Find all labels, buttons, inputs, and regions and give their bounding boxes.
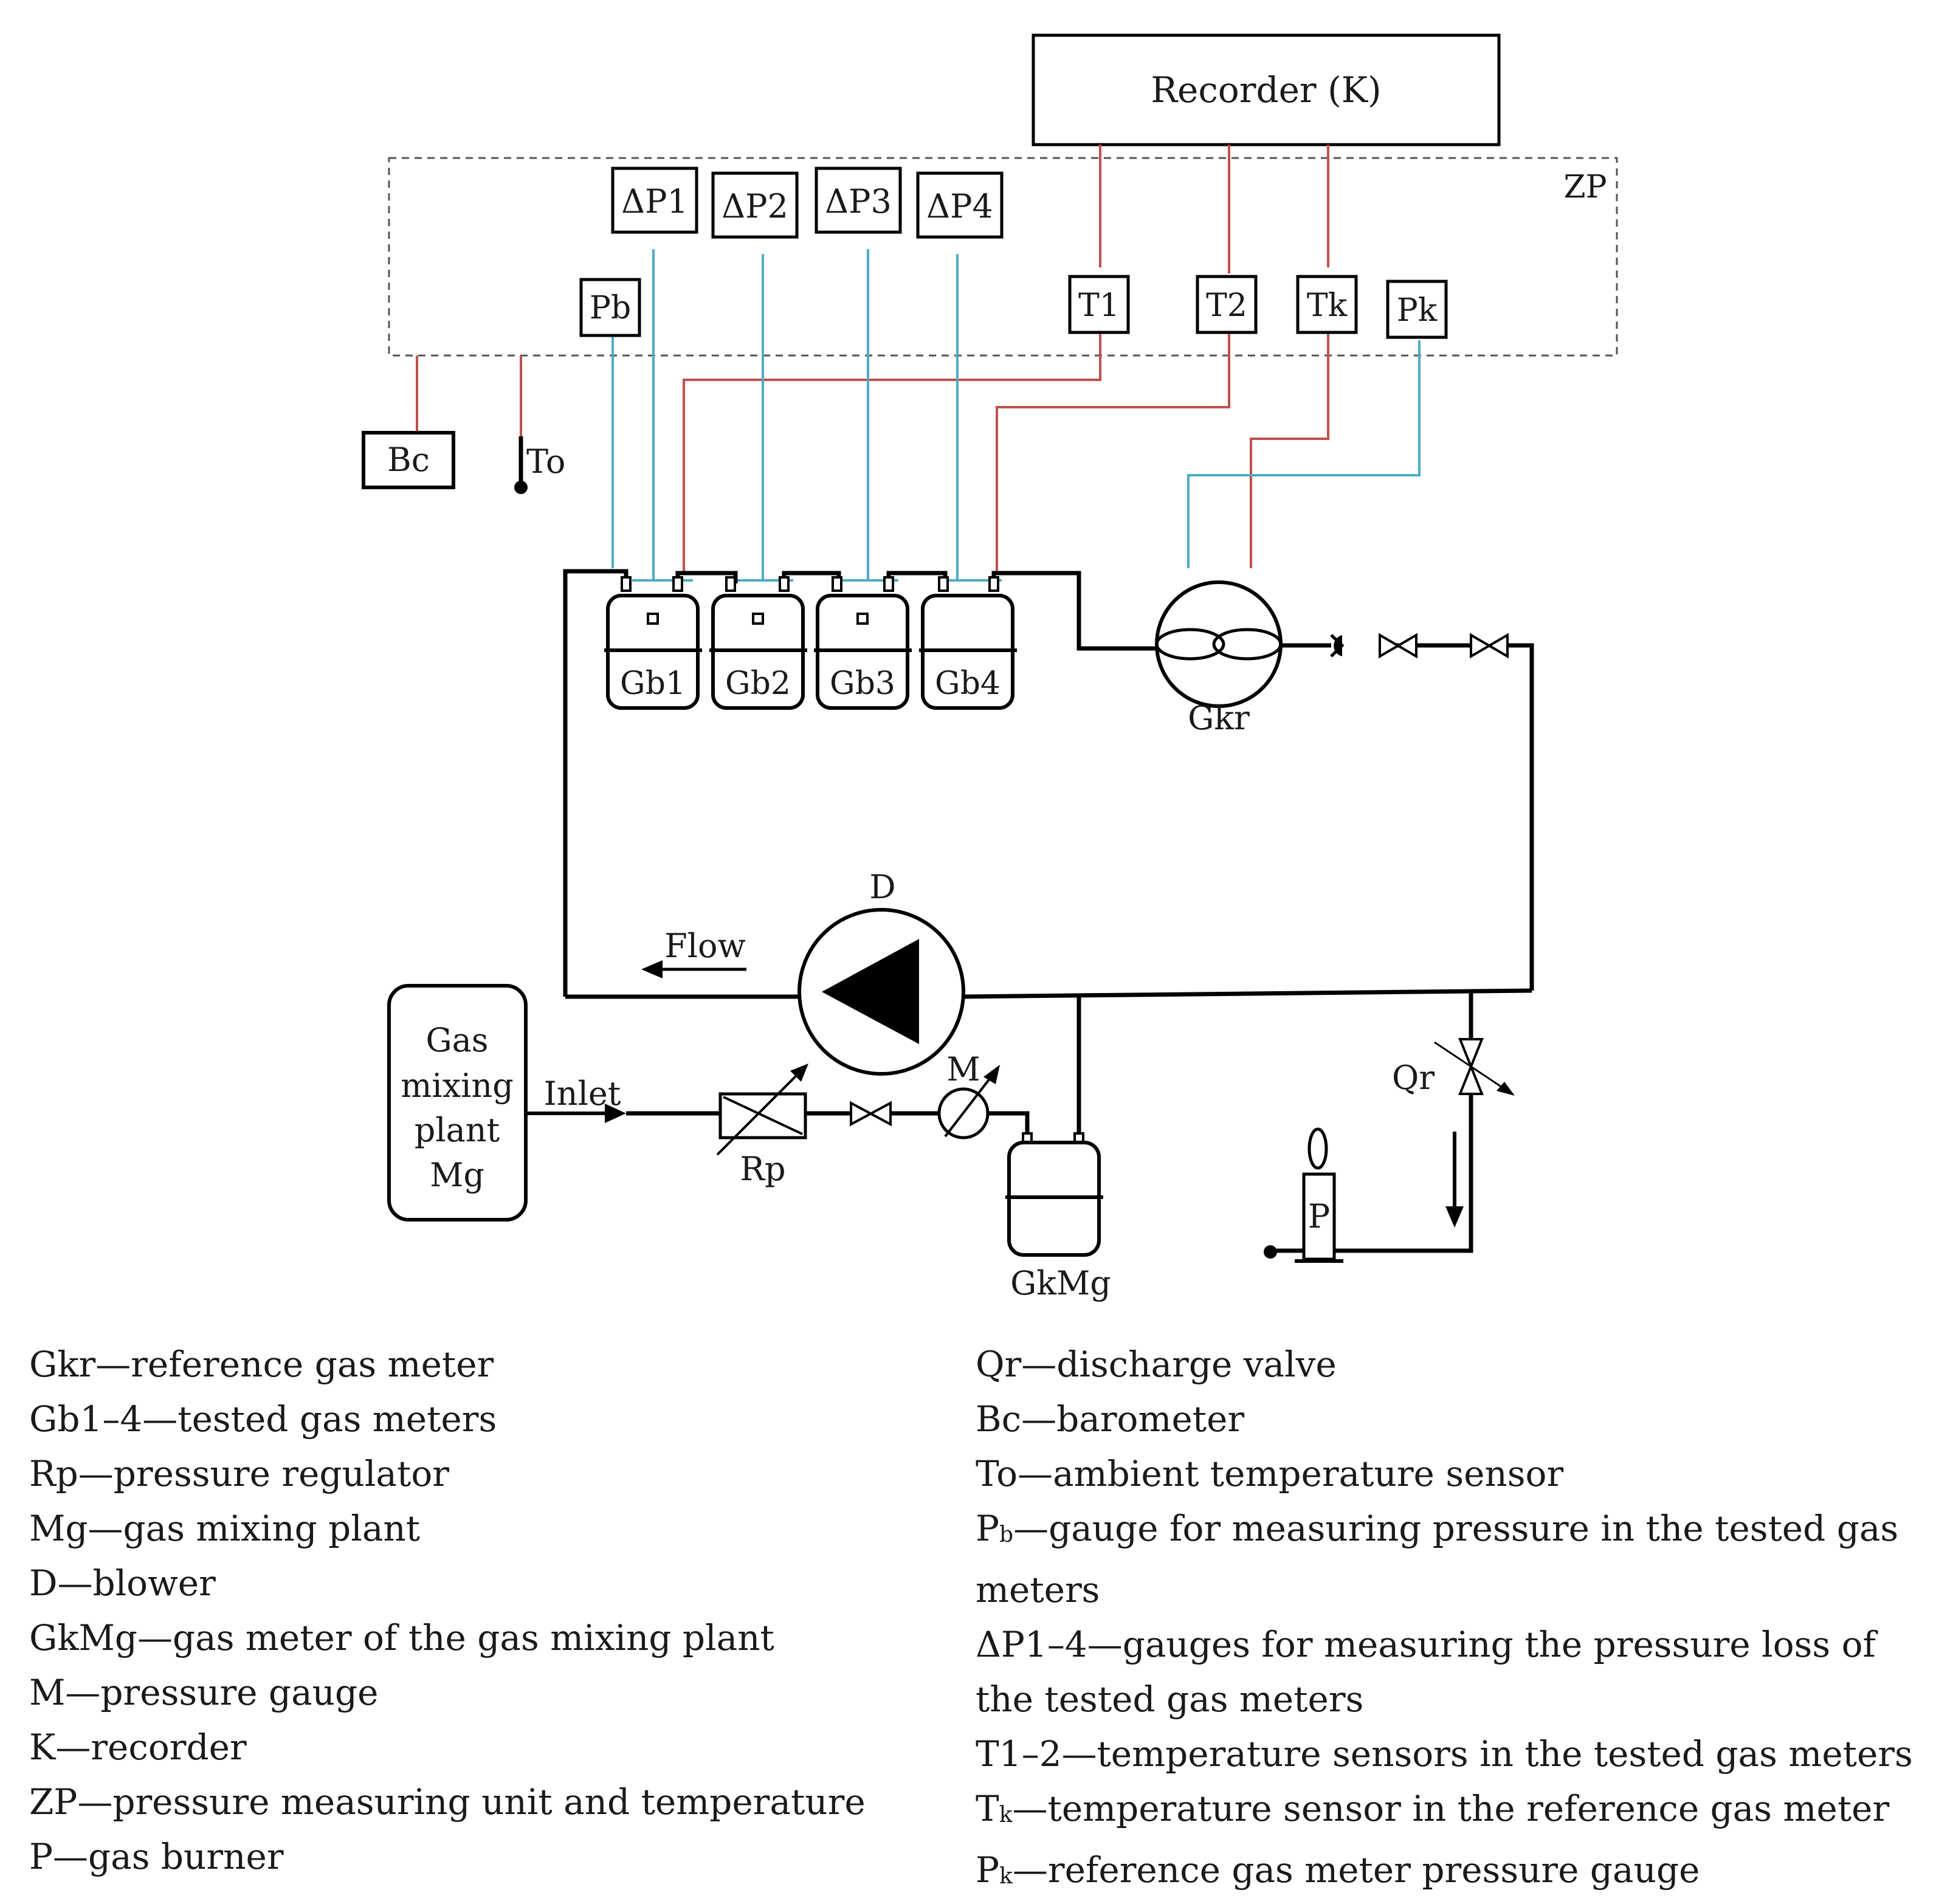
to-label: To bbox=[526, 442, 565, 481]
qr-label: Qr bbox=[1392, 1059, 1435, 1097]
d-label: D bbox=[869, 868, 895, 906]
inlet-arrow: Inlet bbox=[526, 1074, 626, 1123]
sensor-boxes: Pb T1 T2 Tk Pk bbox=[579, 275, 1448, 339]
legend-item-m: M—pressure gauge bbox=[29, 1672, 379, 1713]
discharge-valve-qr: Qr bbox=[1392, 1038, 1515, 1228]
shutoff-valves-top bbox=[1379, 633, 1509, 659]
legend-item-dp: ΔP1–4—gauges for measuring the pressure … bbox=[976, 1624, 1876, 1720]
legend-item-pb: Pb—gauge for measuring pressure in the t… bbox=[976, 1508, 1899, 1610]
legend-item-zp: ZP—pressure measuring unit and temperatu… bbox=[29, 1781, 866, 1823]
pk-box bbox=[1386, 280, 1448, 339]
legend-item-to: To—ambient temperature sensor bbox=[976, 1453, 1564, 1494]
gas-meter-gkmg: GkMg bbox=[1005, 1132, 1111, 1302]
gb1-label: Gb1 bbox=[620, 665, 686, 702]
legend-item-d: D—blower bbox=[29, 1562, 216, 1604]
t1-label: T1 bbox=[1078, 287, 1120, 324]
p-label: P bbox=[1308, 1197, 1330, 1236]
legend-item-gkr: Gkr—reference gas meter bbox=[29, 1344, 494, 1385]
dp3-box bbox=[815, 167, 902, 234]
dp3-label: ΔP3 bbox=[825, 182, 892, 221]
blower-d: D bbox=[797, 868, 965, 1076]
flow-arrow: Flow bbox=[641, 927, 746, 978]
t1-box bbox=[1068, 275, 1130, 334]
gas-meter-gb1: Gb1 bbox=[604, 576, 702, 710]
legend-item-qr: Qr—discharge valve bbox=[976, 1344, 1337, 1385]
mg-line2: mixing bbox=[401, 1067, 514, 1105]
zp-label: ZP bbox=[1563, 169, 1607, 205]
recorder: Recorder (K) bbox=[1032, 33, 1501, 146]
flow-label: Flow bbox=[664, 927, 745, 965]
gkr-label: Gkr bbox=[1188, 699, 1250, 737]
rp-label: Rp bbox=[740, 1150, 785, 1188]
m-label: M bbox=[946, 1050, 980, 1088]
legend-item-gkmg: GkMg—gas meter of the gas mixing plant bbox=[29, 1617, 774, 1658]
legend-item-tk: Tk—temperature sensor in the reference g… bbox=[976, 1788, 1890, 1829]
gb2-label: Gb2 bbox=[725, 665, 791, 702]
legend-item-gb: Gb1–4—tested gas meters bbox=[29, 1398, 497, 1440]
pk-label: Pk bbox=[1397, 292, 1438, 329]
gas-meter-gb2: Gb2 bbox=[709, 576, 807, 710]
dp-gauges: ΔP1 ΔP2 ΔP3 ΔP4 bbox=[611, 167, 1004, 239]
gas-meter-gb3: Gb3 bbox=[814, 576, 912, 710]
dp1-label: ΔP1 bbox=[621, 182, 688, 221]
measurement-setup-diagram: Recorder (K) ZP Δ bbox=[362, 33, 1618, 1302]
dp2-box bbox=[711, 171, 799, 239]
zp-unit: ZP bbox=[388, 157, 1618, 357]
gkmg-label: GkMg bbox=[1010, 1264, 1111, 1302]
legend-item-t12: T1–2—temperature sensors in the tested g… bbox=[976, 1733, 1913, 1775]
legend-item-pk: Pk—reference gas meter pressure gauge bbox=[976, 1849, 1700, 1891]
pb-box bbox=[579, 278, 641, 337]
tk-box bbox=[1296, 275, 1358, 334]
t2-label: T2 bbox=[1206, 287, 1247, 324]
bc-label: Bc bbox=[387, 441, 430, 479]
pressure-gauge-m: M bbox=[937, 1050, 1000, 1139]
dp1-box bbox=[611, 167, 698, 234]
tested-gas-meters: Gb1 Gb2 Gb3 Gb4 bbox=[604, 576, 1017, 710]
reference-gas-meter-gkr: Gkr bbox=[1155, 580, 1345, 737]
dp2-label: ΔP2 bbox=[722, 187, 788, 225]
gas-meter-gb4: Gb4 bbox=[919, 576, 1017, 710]
t2-box bbox=[1196, 275, 1258, 334]
legend-item-rp: Rp—pressure regulator bbox=[29, 1453, 449, 1494]
legend-item-mg: Mg—gas mixing plant bbox=[29, 1508, 421, 1549]
mg-line1: Gas bbox=[425, 1021, 488, 1059]
legend-item-bc: Bc—barometer bbox=[976, 1398, 1245, 1440]
legend-item-p: P—gas burner bbox=[29, 1836, 284, 1877]
pb-label: Pb bbox=[590, 290, 631, 326]
gas-burner-p: P bbox=[1264, 1127, 1343, 1263]
barometer: Bc bbox=[362, 431, 455, 489]
ambient-temp-sensor: To bbox=[514, 436, 565, 494]
dp4-label: ΔP4 bbox=[926, 187, 993, 225]
mg-line4: Mg bbox=[430, 1156, 484, 1194]
dp4-box bbox=[916, 171, 1004, 239]
legend-left: Gkr—reference gas meter Gb1–4—tested gas… bbox=[29, 1337, 941, 1884]
legend-right: Qr—discharge valve Bc—barometer To—ambie… bbox=[976, 1337, 1942, 1904]
mg-line3: plant bbox=[415, 1111, 500, 1149]
pressure-regulator-rp: Rp bbox=[716, 1064, 808, 1188]
shutoff-valve-inlet bbox=[850, 1101, 892, 1127]
gb3-label: Gb3 bbox=[830, 665, 895, 702]
gb4-label: Gb4 bbox=[935, 665, 1001, 702]
gas-mixing-plant: Gas mixing plant Mg bbox=[387, 984, 528, 1222]
recorder-label: Recorder (K) bbox=[1151, 69, 1381, 111]
legend-item-k: K—recorder bbox=[29, 1727, 247, 1768]
tk-label: Tk bbox=[1307, 287, 1348, 324]
